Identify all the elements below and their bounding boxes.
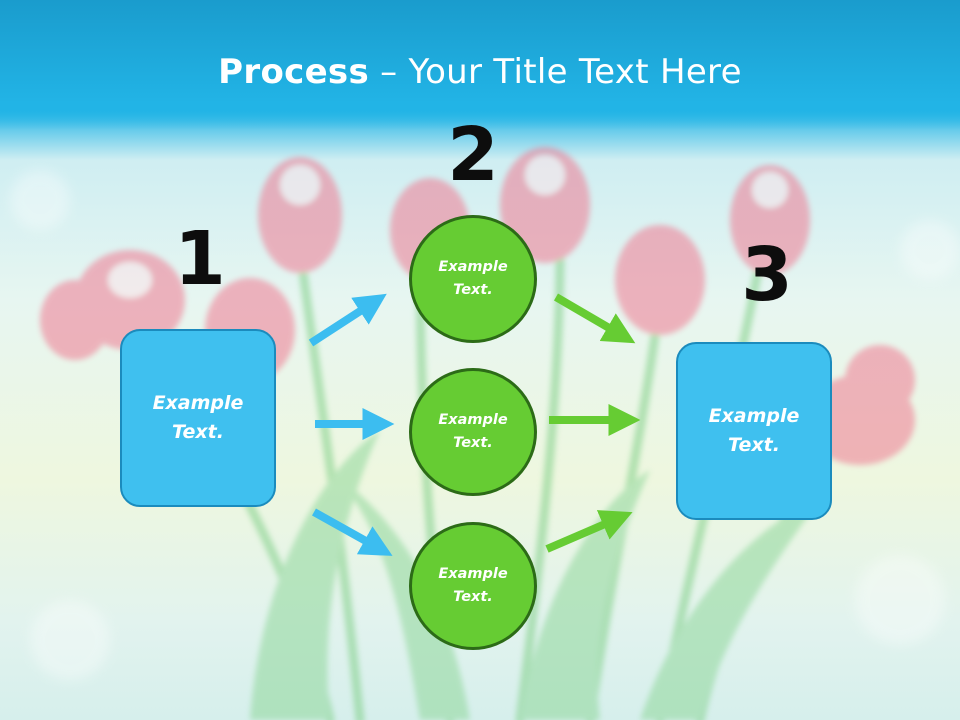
title-bold: Process bbox=[218, 52, 370, 92]
circle-top: Example Text. bbox=[409, 215, 537, 343]
right-box: Example Text. bbox=[676, 342, 832, 520]
step-number-1: 1 bbox=[174, 216, 226, 302]
arrow-right-icon bbox=[308, 293, 387, 347]
right-box-text: Example Text. bbox=[708, 405, 800, 456]
left-box-text: Example Text. bbox=[152, 392, 244, 443]
circle-bottom-text: Example Text. bbox=[438, 566, 508, 605]
arrow-right-icon bbox=[545, 510, 633, 553]
arrow-right-icon bbox=[553, 293, 636, 344]
left-box: Example Text. bbox=[120, 329, 276, 507]
arrow-right-icon bbox=[312, 508, 393, 556]
step-number-3: 3 bbox=[741, 232, 793, 318]
step-number-2: 2 bbox=[447, 112, 499, 198]
circle-bottom: Example Text. bbox=[409, 522, 537, 650]
circle-top-text: Example Text. bbox=[438, 259, 508, 298]
slide-title: Process – Your Title Text Here bbox=[0, 52, 960, 92]
title-band bbox=[0, 0, 960, 130]
circle-middle-text: Example Text. bbox=[438, 412, 508, 451]
title-rest: – Your Title Text Here bbox=[369, 52, 742, 92]
circle-middle: Example Text. bbox=[409, 368, 537, 496]
